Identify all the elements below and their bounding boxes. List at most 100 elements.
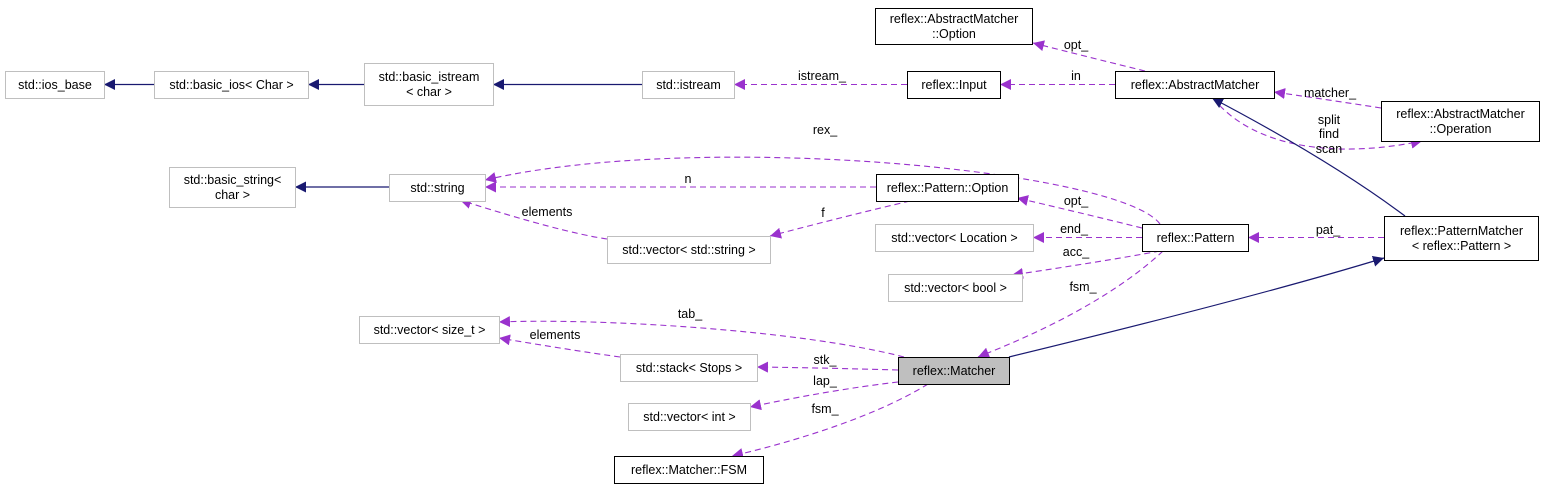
edge-pattern-to-matcher: fsm_: [977, 250, 1164, 358]
node-abstract-matcher[interactable]: reflex::AbstractMatcher: [1115, 71, 1275, 99]
node-label: < char >: [406, 85, 452, 99]
usage-arrow-pattern-to-vec_bool: [1011, 250, 1161, 279]
usage-arrow-pattern-to-string: [484, 156, 1161, 225]
edge-am_operation-to-abstract_matcher: matcher_: [1273, 86, 1382, 109]
node-label: char >: [215, 188, 250, 202]
node-box: [154, 71, 309, 99]
node-label: std::stack< Stops >: [636, 361, 742, 375]
node-basic-string[interactable]: std::basic_string<char >: [169, 167, 296, 208]
edge-stack_stops-to-vec_size_t: elements: [498, 328, 621, 358]
edges-layer: istream_inopt_matcher_splitfindscanrex_n…: [104, 38, 1423, 459]
node-label: reflex::Pattern: [1157, 231, 1235, 245]
node-box: [359, 316, 500, 344]
node-input[interactable]: reflex::Input: [907, 71, 1001, 99]
node-box: [169, 167, 296, 208]
node-label: std::vector< Location >: [891, 231, 1017, 245]
node-box: [1142, 224, 1249, 252]
node-pattern-matcher[interactable]: reflex::PatternMatcher< reflex::Pattern …: [1384, 216, 1539, 261]
edge-pattern-to-vec_bool: acc_: [1011, 245, 1161, 279]
node-am-option[interactable]: reflex::AbstractMatcher::Option: [875, 8, 1033, 45]
node-string[interactable]: std::string: [389, 174, 486, 202]
node-label: std::vector< std::string >: [622, 243, 755, 257]
node-vec-string[interactable]: std::vector< std::string >: [607, 236, 771, 264]
node-box: [875, 8, 1033, 45]
edge-label-find: find: [1319, 127, 1339, 141]
node-box: [875, 224, 1034, 252]
edge-label-n: n: [685, 172, 692, 186]
edge-label-pat: pat_: [1316, 223, 1341, 237]
edge-label-f: f: [821, 206, 825, 220]
edge-matcher-to-vec_int: lap_: [749, 374, 899, 411]
node-box: [1115, 71, 1275, 99]
node-label: std::basic_ios< Char >: [169, 78, 293, 92]
edge-label-tab: tab_: [678, 307, 703, 321]
edge-pattern_matcher-to-pattern: pat_: [1248, 223, 1384, 243]
usage-arrow-vec_string-to-string: [459, 198, 608, 240]
node-box: [1381, 101, 1540, 142]
usage-arrow-pattern-to-matcher: [977, 250, 1164, 358]
edge-pattern-to-pattern_option: opt_: [1016, 194, 1143, 229]
edge-matcher-to-stack_stops: stk_: [756, 353, 899, 373]
edge-label-scan: scan: [1316, 142, 1342, 156]
node-matcher-fsm[interactable]: reflex::Matcher::FSM: [614, 456, 764, 484]
node-vec-int[interactable]: std::vector< int >: [628, 403, 751, 431]
node-pattern[interactable]: reflex::Pattern: [1142, 224, 1249, 252]
usage-arrow-matcher-to-vec_size_t: [498, 316, 905, 358]
node-box: [628, 403, 751, 431]
node-label: ::Option: [932, 27, 976, 41]
node-box: [898, 357, 1010, 385]
node-basic-istream[interactable]: std::basic_istream< char >: [364, 63, 494, 106]
node-label: std::vector< size_t >: [374, 323, 486, 337]
inheritance-arrow-matcher-to-pattern_matcher: [1008, 255, 1385, 358]
node-box: [364, 63, 494, 106]
node-vec-bool[interactable]: std::vector< bool >: [888, 274, 1023, 302]
edge-abstract_matcher-to-am_option: opt_: [1032, 38, 1146, 72]
node-box: [5, 71, 105, 99]
edge-label-split: split: [1318, 113, 1341, 127]
usage-arrow-abstract_matcher-to-am_operation: [1212, 97, 1423, 150]
usage-arrow-pattern_option-to-vec_string: [769, 200, 911, 239]
node-box: [389, 174, 486, 202]
edge-label-stk: stk_: [814, 353, 838, 367]
node-box: [1384, 216, 1539, 261]
node-pattern-option[interactable]: reflex::Pattern::Option: [876, 174, 1019, 202]
edge-label-end: end_: [1060, 222, 1089, 236]
node-stack-stops[interactable]: std::stack< Stops >: [620, 354, 758, 382]
edge-label-opt: opt_: [1064, 194, 1089, 208]
node-label: std::string: [410, 181, 464, 195]
usage-arrow-pattern-to-pattern_option: [1016, 195, 1143, 229]
node-box: [888, 274, 1023, 302]
node-label: reflex::Pattern::Option: [887, 181, 1009, 195]
edge-pattern_option-to-vec_string: f: [769, 200, 911, 239]
edge-pattern_matcher-to-abstract_matcher: [1211, 97, 1406, 217]
usage-arrow-matcher-to-stack_stops: [756, 361, 899, 373]
node-label: std::basic_istream: [379, 70, 480, 84]
node-label: std::vector< int >: [643, 410, 735, 424]
node-matcher[interactable]: reflex::Matcher: [898, 357, 1010, 385]
node-istream[interactable]: std::istream: [642, 71, 735, 99]
node-ios-base[interactable]: std::ios_base: [5, 71, 105, 99]
edge-matcher-to-matcher_fsm: fsm_: [731, 383, 929, 459]
node-label: ::Operation: [1430, 122, 1492, 136]
node-label: reflex::Matcher::FSM: [631, 463, 747, 477]
usage-arrow-abstract_matcher-to-am_option: [1032, 40, 1146, 72]
node-label: std::istream: [656, 78, 721, 92]
usage-arrow-am_operation-to-abstract_matcher: [1273, 88, 1382, 109]
edge-label-istream: istream_: [798, 69, 847, 83]
edge-label-fsm: fsm_: [811, 402, 839, 416]
edge-label-in: in: [1071, 69, 1081, 83]
node-am-operation[interactable]: reflex::AbstractMatcher::Operation: [1381, 101, 1540, 142]
node-vec-location[interactable]: std::vector< Location >: [875, 224, 1034, 252]
node-label: reflex::PatternMatcher: [1400, 224, 1523, 238]
node-label: std::basic_string<: [184, 173, 282, 187]
node-basic-ios[interactable]: std::basic_ios< Char >: [154, 71, 309, 99]
edge-label-matcher: matcher_: [1304, 86, 1357, 100]
node-label: reflex::AbstractMatcher: [1396, 107, 1525, 121]
node-label: std::ios_base: [18, 78, 92, 92]
edge-matcher-to-vec_size_t: tab_: [498, 307, 905, 358]
edge-pattern-to-vec_location: end_: [1033, 222, 1142, 243]
node-vec-size-t[interactable]: std::vector< size_t >: [359, 316, 500, 344]
